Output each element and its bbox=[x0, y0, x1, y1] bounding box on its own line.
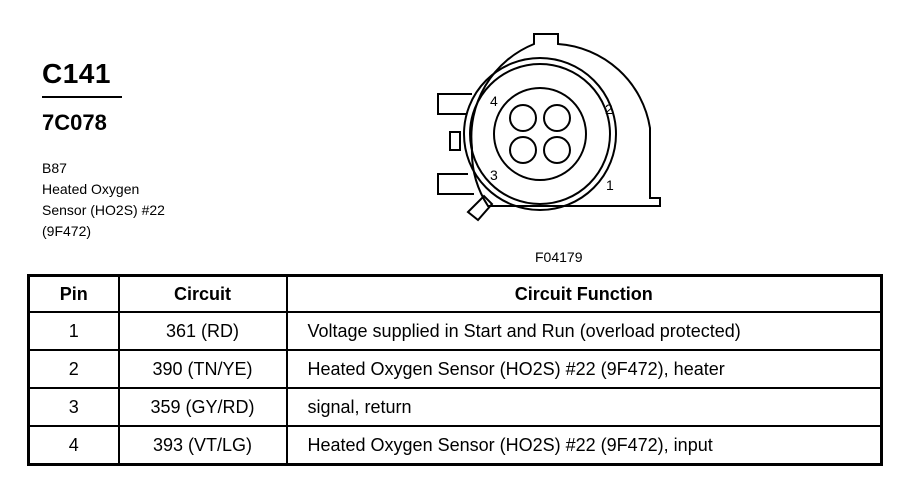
pin-cavity-4 bbox=[509, 104, 537, 132]
pin-cavity-3 bbox=[509, 136, 537, 164]
function-cell: Voltage supplied in Start and Run (overl… bbox=[285, 311, 883, 351]
pin-label-1: 1 bbox=[606, 177, 614, 193]
title-rule bbox=[42, 96, 122, 98]
function-cell: Heated Oxygen Sensor (HO2S) #22 (9F472),… bbox=[285, 349, 883, 389]
header-circuit-function: Circuit Function bbox=[285, 274, 883, 313]
table-row: 1 361 (RD) Voltage supplied in Start and… bbox=[27, 311, 883, 351]
component-description: B87 Heated Oxygen Sensor (HO2S) #22 (9F4… bbox=[42, 158, 165, 242]
keyway-notch bbox=[466, 194, 494, 222]
pinout-table: Pin Circuit Circuit Function 1 361 (RD) … bbox=[27, 274, 883, 466]
latch-tab-lower bbox=[437, 173, 474, 195]
pin-cell: 2 bbox=[27, 349, 120, 389]
connector-housing bbox=[470, 33, 661, 207]
pin-cell: 3 bbox=[27, 387, 120, 427]
function-cell: signal, return bbox=[285, 387, 883, 427]
pin-label-3: 3 bbox=[490, 167, 498, 183]
circuit-cell: 361 (RD) bbox=[117, 311, 288, 351]
pin-label-2: 2 bbox=[605, 101, 613, 117]
pin-cavity-2 bbox=[543, 104, 571, 132]
pin-cell: 1 bbox=[27, 311, 120, 351]
latch-block bbox=[449, 131, 461, 151]
inner-cavity-inner bbox=[469, 63, 611, 205]
header-circuit: Circuit bbox=[117, 274, 288, 313]
inner-cavity-outer bbox=[463, 57, 617, 211]
pin-cavity-1 bbox=[543, 136, 571, 164]
part-number: 7C078 bbox=[42, 110, 107, 135]
function-cell: Heated Oxygen Sensor (HO2S) #22 (9F472),… bbox=[285, 425, 883, 466]
circuit-cell: 359 (GY/RD) bbox=[117, 387, 288, 427]
connector-face-diagram: 4 2 3 1 bbox=[437, 33, 661, 222]
description-line: Heated Oxygen bbox=[42, 181, 140, 197]
pin-ring bbox=[493, 87, 587, 181]
figure-id: F04179 bbox=[535, 249, 583, 265]
table-row: 3 359 (GY/RD) signal, return bbox=[27, 387, 883, 427]
description-line: Sensor (HO2S) #22 bbox=[42, 202, 165, 218]
circuit-cell: 393 (VT/LG) bbox=[117, 425, 288, 466]
table-row: 4 393 (VT/LG) Heated Oxygen Sensor (HO2S… bbox=[27, 425, 883, 466]
description-line: B87 bbox=[42, 160, 67, 176]
latch-tab-upper bbox=[437, 93, 472, 115]
pin-label-4: 4 bbox=[490, 93, 498, 109]
description-line: (9F472) bbox=[42, 223, 92, 239]
table-row: 2 390 (TN/YE) Heated Oxygen Sensor (HO2S… bbox=[27, 349, 883, 389]
pin-cell: 4 bbox=[27, 425, 120, 466]
connector-id: C141 bbox=[42, 58, 111, 89]
circuit-cell: 390 (TN/YE) bbox=[117, 349, 288, 389]
header-pin: Pin bbox=[27, 274, 120, 313]
table-header-row: Pin Circuit Circuit Function bbox=[27, 274, 883, 313]
